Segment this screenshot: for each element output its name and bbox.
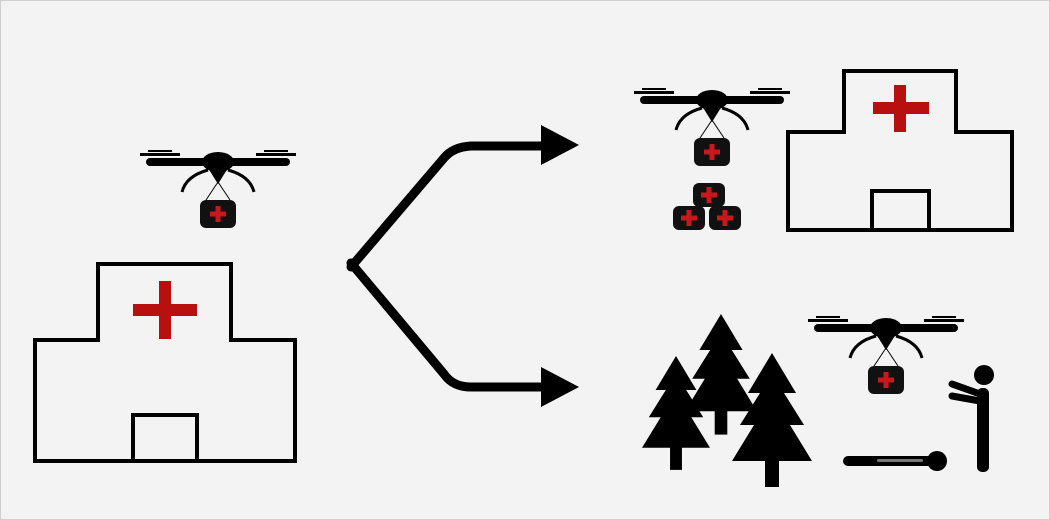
- hospital-icon: [33, 262, 297, 463]
- person-standing-icon: [948, 365, 994, 472]
- medical-package-stack-icon: [673, 183, 741, 230]
- drone-icon: [806, 314, 966, 396]
- drone-icon: [138, 148, 298, 230]
- hospital-icon: [786, 69, 1014, 232]
- medical-cross-icon: [133, 281, 197, 339]
- medical-cross-icon: [873, 85, 929, 132]
- drone-icon: [632, 86, 792, 168]
- person-lying-icon: [843, 451, 947, 471]
- split-arrow-icon: [346, 125, 579, 407]
